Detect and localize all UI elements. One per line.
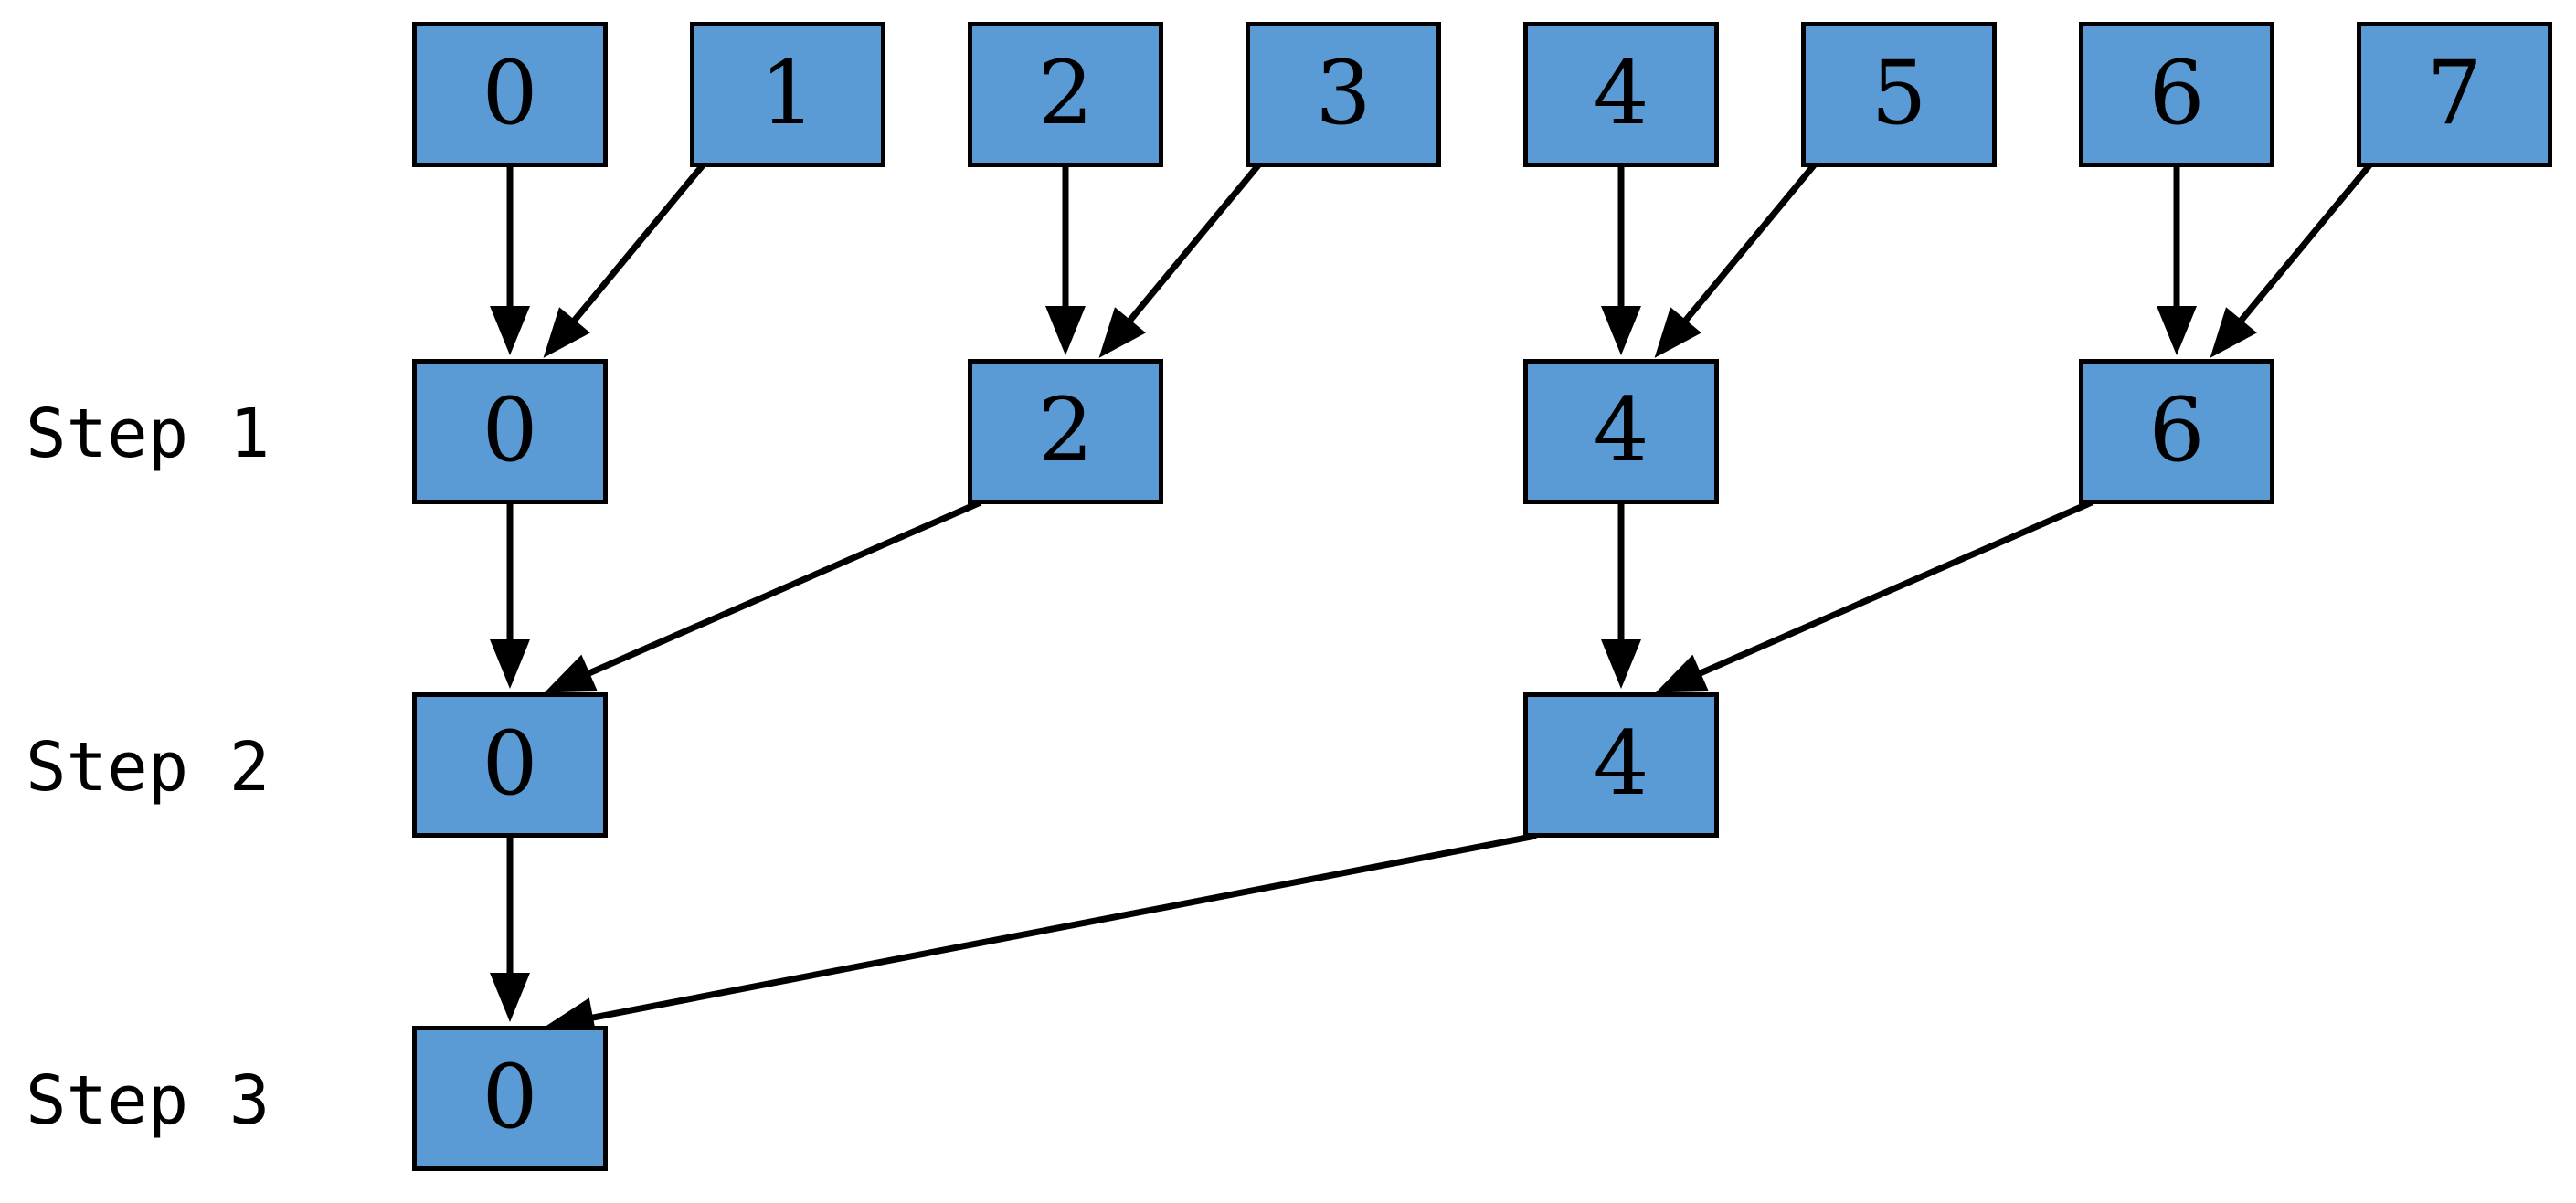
node-value: 0 — [482, 712, 538, 815]
diagram-node: 4 — [1523, 359, 1719, 504]
node-value: 2 — [1037, 378, 1094, 481]
edge-arrow — [544, 832, 1537, 1038]
diagram-node: 5 — [1801, 22, 1997, 167]
node-value: 2 — [1037, 41, 1094, 144]
diagram-node: 6 — [2079, 359, 2274, 504]
diagram-node: 7 — [2357, 22, 2552, 167]
edge-arrow — [543, 163, 705, 358]
node-value: 1 — [759, 41, 816, 144]
node-value: 6 — [2148, 41, 2205, 144]
edge-arrow — [544, 499, 982, 693]
edge-arrow — [490, 167, 530, 355]
edge-arrow — [1045, 167, 1086, 355]
node-value: 4 — [1593, 712, 1649, 815]
diagram-node: 4 — [1523, 692, 1719, 838]
diagram-node: 0 — [412, 22, 608, 167]
diagram-node: 0 — [412, 692, 608, 838]
edge-arrow — [490, 838, 530, 1022]
node-value: 0 — [482, 41, 538, 144]
step-label-step-3: Step 3 — [26, 1061, 270, 1140]
node-value: 0 — [482, 1045, 538, 1148]
step-label-step-1: Step 1 — [26, 395, 270, 473]
edge-arrow — [2210, 163, 2372, 358]
diagram-node: 0 — [412, 359, 608, 504]
edge-arrow — [1655, 499, 2094, 693]
edge-arrow — [2157, 167, 2197, 355]
diagram-node: 4 — [1523, 22, 1719, 167]
edge-arrow — [1098, 163, 1261, 358]
node-value: 6 — [2148, 378, 2205, 481]
node-value: 0 — [482, 378, 538, 481]
edge-arrow — [1601, 167, 1641, 355]
node-value: 4 — [1593, 378, 1649, 481]
node-value: 4 — [1593, 41, 1649, 144]
node-value: 3 — [1315, 41, 1372, 144]
diagram-node: 3 — [1246, 22, 1441, 167]
edge-arrow — [1654, 163, 1817, 358]
diagram-node: 2 — [968, 359, 1163, 504]
node-value: 5 — [1871, 41, 1927, 144]
edge-arrow — [1601, 504, 1641, 689]
edge-arrow — [490, 504, 530, 689]
node-value: 7 — [2426, 41, 2483, 144]
diagram-node: 0 — [412, 1026, 608, 1171]
diagram-node: 2 — [968, 22, 1163, 167]
step-label-step-2: Step 2 — [26, 728, 270, 807]
diagram-node: 6 — [2079, 22, 2274, 167]
diagram-node: 1 — [690, 22, 885, 167]
